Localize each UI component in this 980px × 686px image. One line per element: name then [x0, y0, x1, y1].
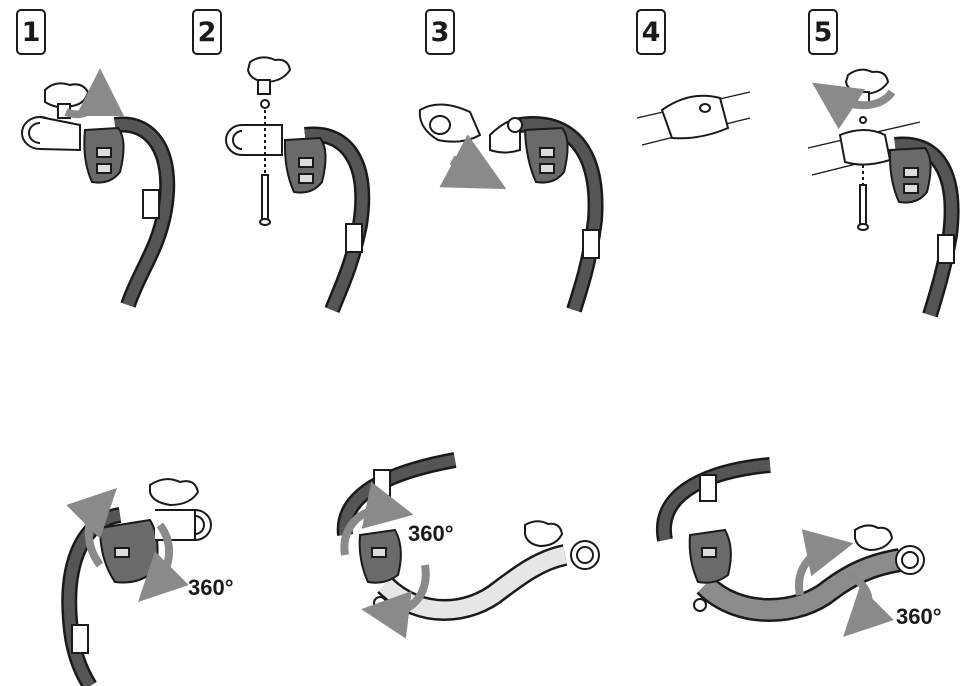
step-3-illustration	[420, 104, 599, 310]
knob	[855, 525, 892, 550]
rotation-view-3	[664, 465, 924, 620]
insert-arrow	[452, 160, 480, 175]
step-1-illustration	[22, 83, 167, 305]
knob	[525, 521, 562, 546]
knob	[248, 57, 290, 82]
step-2-illustration	[226, 57, 362, 310]
bolt	[262, 175, 268, 220]
rotation-label-1: 360°	[188, 575, 234, 601]
washer	[261, 100, 269, 108]
rotation-label-2: 360°	[408, 521, 454, 547]
mount-tab	[694, 599, 706, 611]
rotation-label-3: 360°	[896, 604, 942, 630]
bolt	[860, 185, 866, 225]
clamp-assembly	[840, 130, 890, 165]
strap-buckle	[143, 190, 159, 218]
clamp-half	[662, 96, 728, 139]
knob	[150, 479, 198, 505]
mount-tab	[374, 597, 386, 609]
rotation-view-2	[344, 460, 599, 612]
step-5-illustration	[808, 70, 954, 315]
knob	[846, 70, 888, 94]
step-4-illustration	[637, 92, 750, 145]
